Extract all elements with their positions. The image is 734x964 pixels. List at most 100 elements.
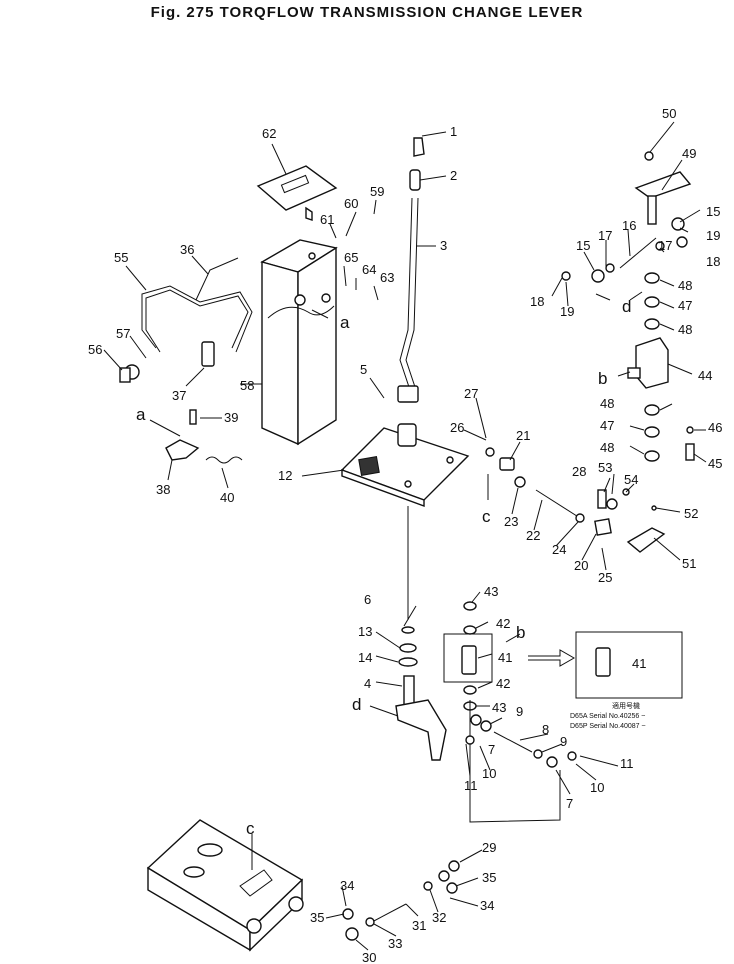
part-label-33: 33	[388, 936, 402, 951]
part-label-40: 40	[220, 490, 234, 505]
part-label-23: 23	[504, 514, 518, 529]
part-label-42: 42	[496, 616, 510, 631]
transmission-housing	[146, 819, 304, 952]
leader-lines	[103, 121, 707, 951]
part-label-45: 45	[708, 456, 722, 471]
part-label-41: 41	[498, 650, 512, 665]
part-label-16: 16	[622, 218, 636, 233]
bottom-linkage	[342, 860, 460, 941]
part-label-11: 11	[464, 778, 478, 793]
lower-linkage	[465, 714, 577, 768]
part-label-34: 34	[340, 878, 354, 893]
base-plate	[340, 423, 470, 508]
part-label-64: 64	[362, 262, 376, 277]
part-label-34b: 34	[480, 898, 494, 913]
part-label-28: 28	[572, 464, 586, 479]
part-label-15b: 15	[576, 238, 590, 253]
part-label-35: 35	[310, 910, 324, 925]
upper-linkage	[561, 151, 692, 283]
part-label-29: 29	[482, 840, 496, 855]
part-label-3: 3	[440, 238, 447, 253]
part-label-58: 58	[240, 378, 254, 393]
reference-letters: a a b b c c d d	[136, 297, 631, 838]
part-label-4: 4	[364, 676, 371, 691]
part-label-10: 10	[482, 766, 496, 781]
part-label-26: 26	[450, 420, 464, 435]
ref-letter-d-right: d	[622, 297, 631, 316]
pin-assembly	[443, 601, 561, 823]
ref-letter-d-lever: d	[352, 695, 361, 714]
part-label-13: 13	[358, 624, 372, 639]
part-label-53: 53	[598, 460, 612, 475]
ref-letter-a-left: a	[136, 405, 146, 424]
inset-serial-line-1: D65A Serial No.40256 ~	[570, 713, 645, 720]
part-label-7b: 7	[566, 796, 573, 811]
part-label-48: 48	[678, 278, 692, 293]
console-box	[260, 239, 338, 446]
part-label-41-inset: 41	[632, 656, 646, 671]
part-label-43: 43	[484, 584, 498, 599]
part-label-18: 18	[706, 254, 720, 269]
reference-arrows	[149, 293, 631, 870]
part-label-19b: 19	[560, 304, 574, 319]
part-label-21: 21	[516, 428, 530, 443]
part-label-25: 25	[598, 570, 612, 585]
ref-letter-a-box: a	[340, 313, 350, 332]
part-label-27: 27	[464, 386, 478, 401]
part-label-35b: 35	[482, 870, 496, 885]
ref-letter-b-right: b	[598, 369, 607, 388]
inset-japanese-note: 適用号機	[612, 701, 640, 710]
part-label-42b: 42	[496, 676, 510, 691]
cover-plate	[256, 165, 338, 221]
part-label-14: 14	[358, 650, 372, 665]
inset-serial-line-2: D65P Serial No.40087 ~	[570, 723, 646, 730]
part-label-24: 24	[552, 542, 566, 557]
part-label-56: 56	[88, 342, 102, 357]
shift-lever	[397, 137, 425, 403]
part-label-30: 30	[362, 950, 376, 964]
part-label-20: 20	[574, 558, 588, 573]
part-label-59: 59	[370, 184, 384, 199]
part-label-46: 46	[708, 420, 722, 435]
inset-detail	[528, 631, 683, 699]
part-label-10b: 10	[590, 780, 604, 795]
part-label-7: 7	[488, 742, 495, 757]
part-label-44: 44	[698, 368, 712, 383]
part-label-63: 63	[380, 270, 394, 285]
part-label-38: 38	[156, 482, 170, 497]
part-label-51: 51	[682, 556, 696, 571]
part-label-65: 65	[344, 250, 358, 265]
part-label-43b: 43	[492, 700, 506, 715]
ref-letter-c-mid: c	[482, 507, 491, 526]
part-label-5: 5	[360, 362, 367, 377]
part-label-57: 57	[116, 326, 130, 341]
part-label-48d: 48	[600, 440, 614, 455]
part-label-39: 39	[224, 410, 238, 425]
part-label-9: 9	[516, 704, 523, 719]
part-label-11b: 11	[620, 756, 634, 771]
part-label-2: 2	[450, 168, 457, 183]
part-label-31: 31	[412, 918, 426, 933]
part-label-60: 60	[344, 196, 358, 211]
part-label-52: 52	[684, 506, 698, 521]
part-label-8: 8	[542, 722, 549, 737]
part-label-12: 12	[278, 468, 292, 483]
part-label-50: 50	[662, 106, 676, 121]
ref-letter-c-housing: c	[246, 819, 255, 838]
part-label-36: 36	[180, 242, 194, 257]
part-label-48c: 48	[600, 396, 614, 411]
part-label-22: 22	[526, 528, 540, 543]
inset-note: 適用号機 D65A Serial No.40256 ~ D65P Serial …	[570, 701, 646, 730]
part-label-37: 37	[172, 388, 186, 403]
part-label-1: 1	[450, 124, 457, 139]
part-number-labels: 1 2 3 4 5 6 7 7 8 9 9 10 10 11 11 12 13 …	[88, 106, 722, 964]
part-label-55: 55	[114, 250, 128, 265]
part-label-48b: 48	[678, 322, 692, 337]
part-label-19: 19	[706, 228, 720, 243]
part-label-17b: 17	[658, 238, 672, 253]
part-label-47b: 47	[600, 418, 614, 433]
part-label-6: 6	[364, 592, 371, 607]
ref-letter-b-pin: b	[516, 623, 525, 642]
part-label-49: 49	[682, 146, 696, 161]
